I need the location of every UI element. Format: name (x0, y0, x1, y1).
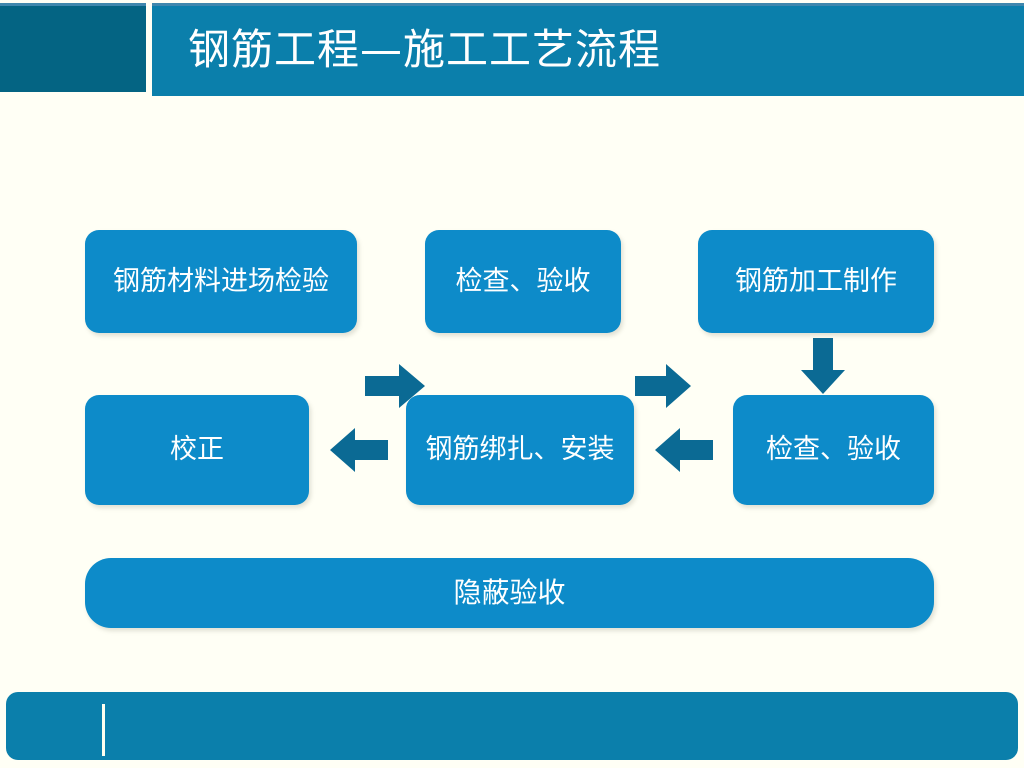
flow-box-label: 检查、验收 (455, 265, 591, 297)
flow-box-step-7[interactable]: 隐蔽验收 (85, 558, 934, 628)
flow-box-label: 钢筋材料进场检验 (113, 265, 329, 297)
flow-box-label: 钢筋绑扎、安装 (425, 434, 615, 466)
slide-footer (6, 692, 1018, 760)
flow-box-step-3[interactable]: 钢筋加工制作 (698, 230, 934, 333)
flow-box-step-6[interactable]: 校正 (85, 395, 309, 505)
flow-box-step-2[interactable]: 检查、验收 (425, 230, 621, 333)
flowchart: 钢筋材料进场检验 检查、验收 钢筋加工制作 校正 钢筋绑扎、安装 (0, 100, 1024, 680)
arrow-down-icon-3 (799, 338, 847, 394)
flow-box-label: 钢筋加工制作 (735, 265, 897, 297)
arrow-left-icon-5 (330, 426, 388, 474)
flow-box-step-5[interactable]: 钢筋绑扎、安装 (406, 395, 634, 505)
header-title-bar (152, 3, 1024, 96)
flow-box-label: 隐蔽验收 (453, 575, 566, 609)
flow-box-step-1[interactable]: 钢筋材料进场检验 (85, 230, 357, 333)
arrow-right-icon-2 (635, 362, 691, 410)
page-title: 钢筋工程—施工工艺流程 (188, 25, 662, 74)
footer-divider (102, 704, 105, 756)
flow-box-label: 校正 (170, 434, 224, 466)
arrow-left-icon-4 (655, 426, 713, 474)
header-accent-block (0, 3, 146, 92)
flow-box-step-4[interactable]: 检查、验收 (733, 395, 934, 505)
flow-box-label: 检查、验收 (766, 434, 901, 466)
arrow-right-icon-1 (365, 362, 425, 410)
slide-header: 钢筋工程—施工工艺流程 (0, 0, 1024, 100)
